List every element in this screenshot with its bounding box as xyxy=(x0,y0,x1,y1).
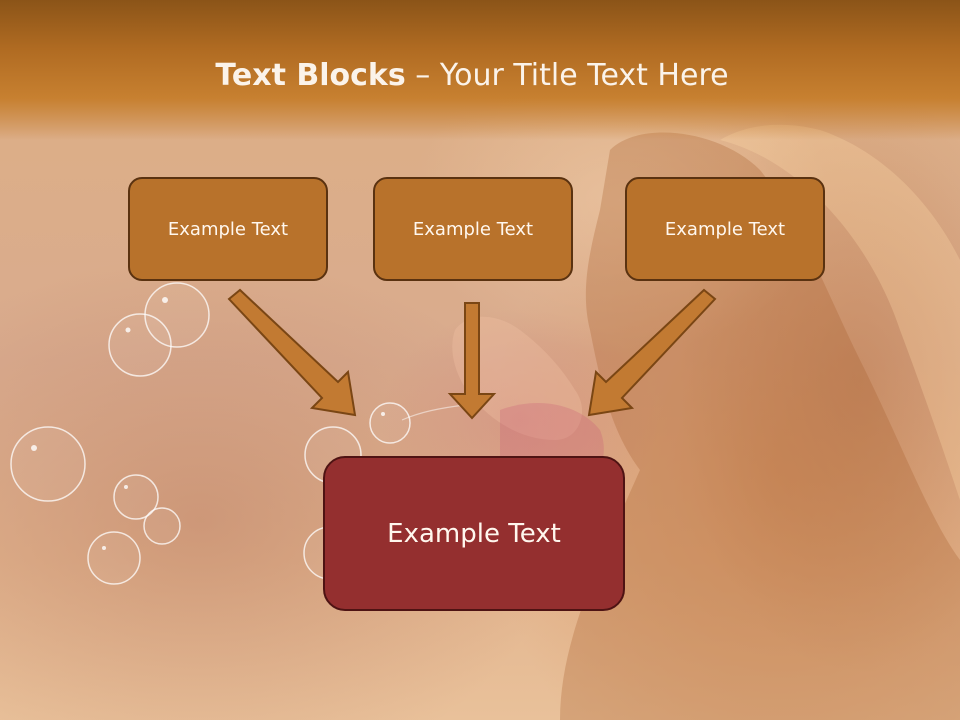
target-text-block[interactable]: Example Text xyxy=(323,456,625,611)
text-block-1[interactable]: Example Text xyxy=(128,177,328,281)
target-block-label: Example Text xyxy=(387,518,561,549)
text-block-label: Example Text xyxy=(664,218,786,240)
title-rest-part: Your Title Text Here xyxy=(439,58,729,93)
text-block-label: Example Text xyxy=(167,218,289,240)
bubble-wand-stream xyxy=(401,404,466,421)
text-block-label: Example Text xyxy=(412,218,534,240)
title-band xyxy=(0,0,960,140)
child-hair xyxy=(720,124,960,500)
down-arrow-icon xyxy=(447,302,497,420)
title-bold-part: Text Blocks xyxy=(215,58,406,93)
slide-title: Text Blocks – Your Title Text Here xyxy=(0,56,944,96)
diagonal-arrow-icon xyxy=(587,288,717,417)
diagonal-arrow-icon xyxy=(227,288,357,417)
child-hand xyxy=(452,316,583,440)
bubble-glints xyxy=(31,297,385,550)
title-separator: – xyxy=(405,58,440,93)
text-block-2[interactable]: Example Text xyxy=(373,177,573,281)
text-block-3[interactable]: Example Text xyxy=(625,177,825,281)
